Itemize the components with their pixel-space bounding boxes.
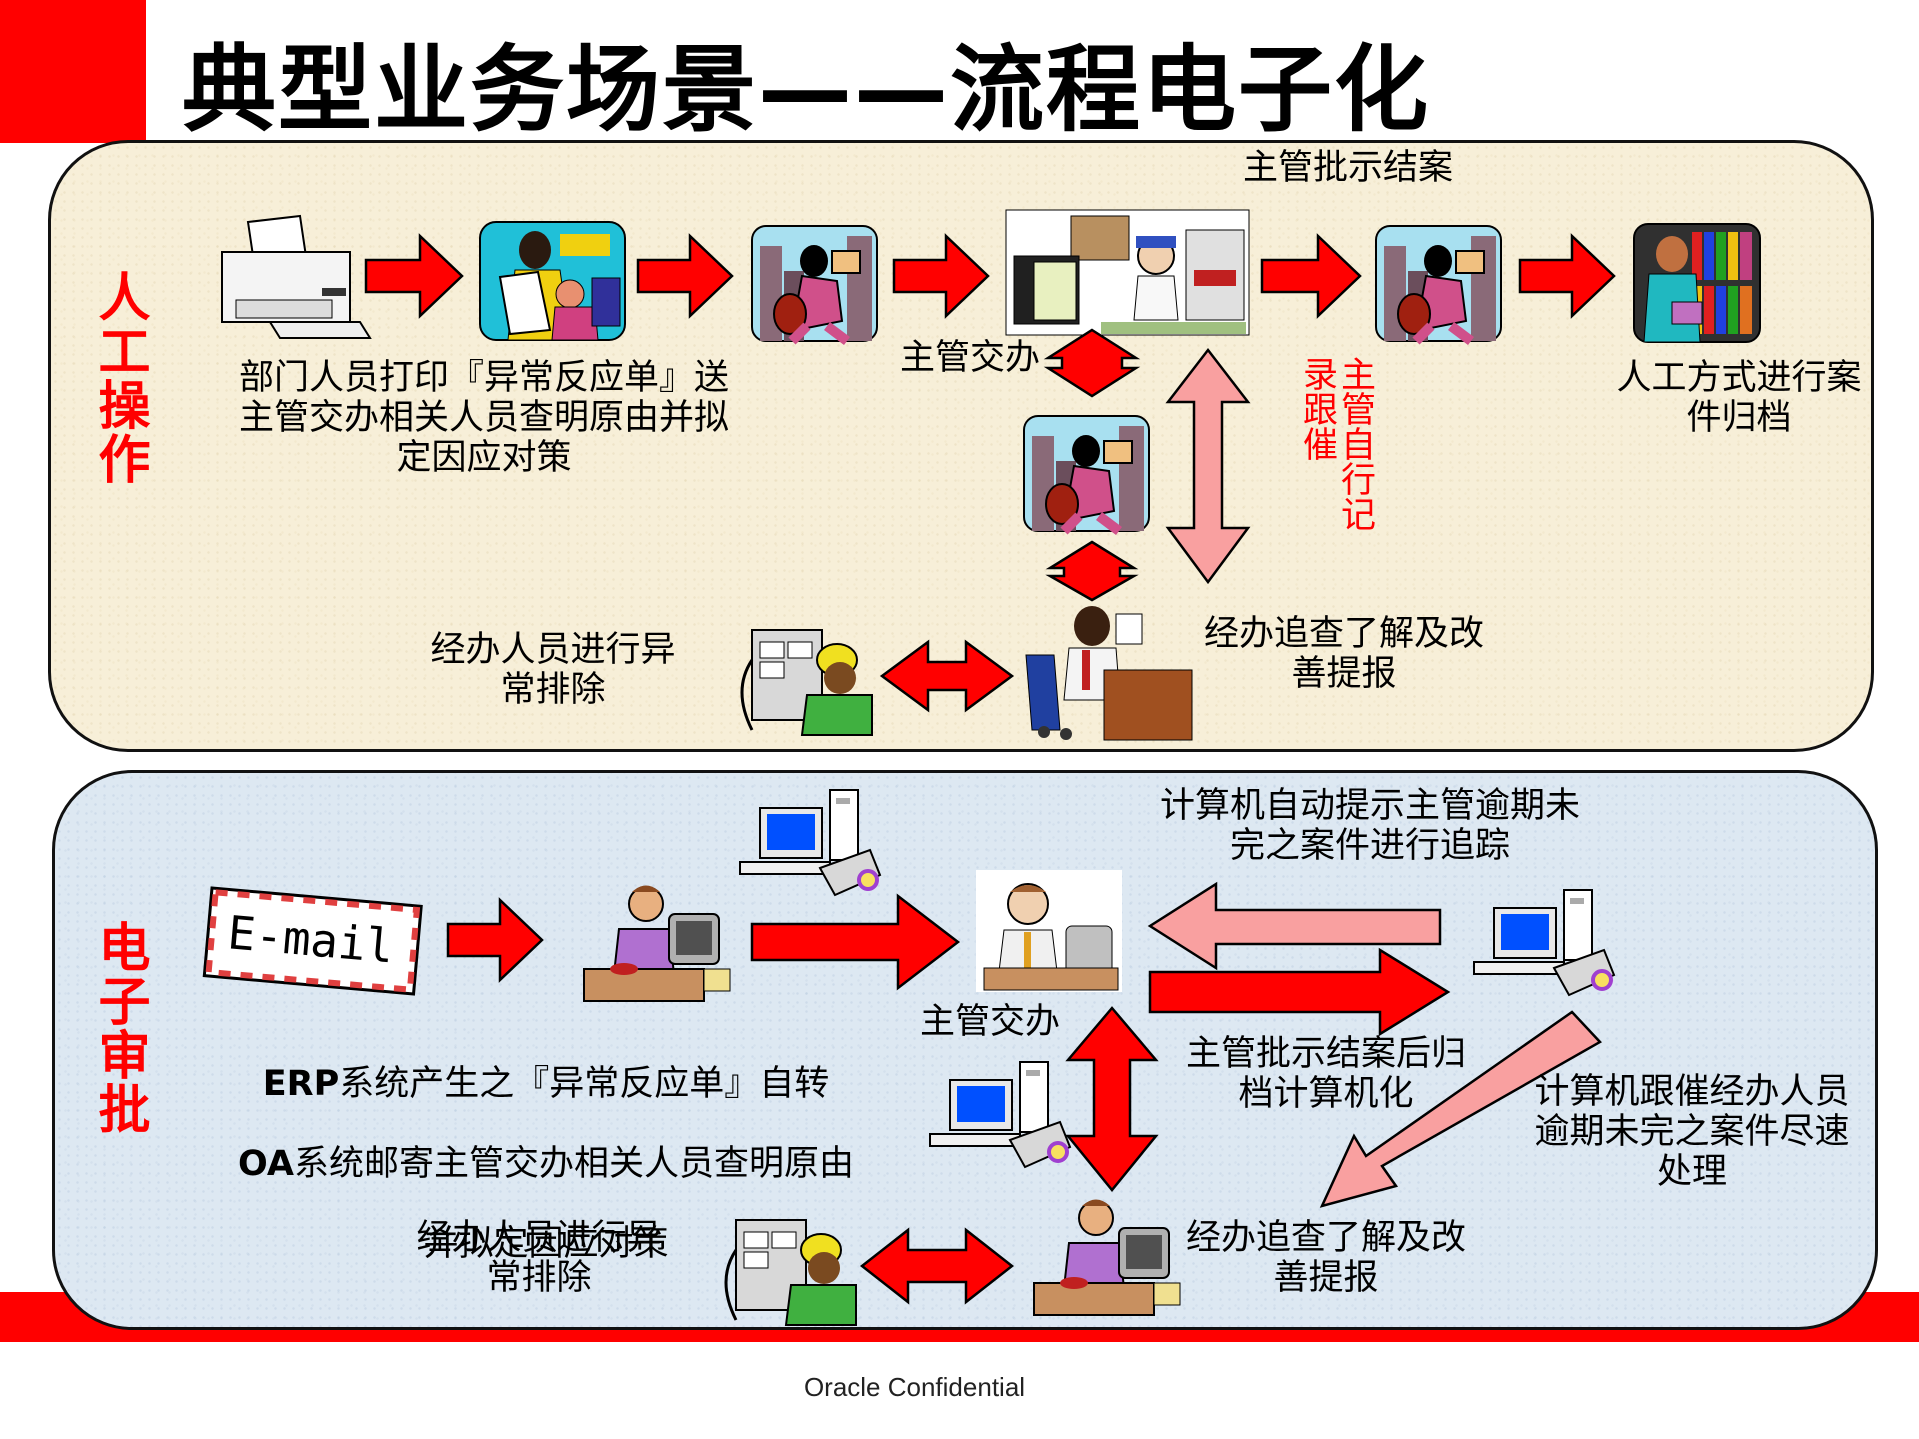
- arrow-pink-vertical-double: [1165, 347, 1251, 585]
- runner-courier-icon: [752, 226, 877, 341]
- arrow-vertical-double-2: [1045, 540, 1139, 602]
- arrow-diagonal-pink: [1319, 1010, 1602, 1208]
- runner-courier-icon-3: [1024, 416, 1149, 531]
- manual-assign-text: 主管交办: [899, 338, 1040, 378]
- technician-at-panel-icon: [740, 628, 874, 737]
- manual-step1-text: 部门人员打印『异常反应单』送 主管交办相关人员查明原由并拟 定因应对策: [238, 358, 729, 478]
- manual-resolve-text: 经办人员进行异 常排除: [430, 630, 676, 710]
- erp-label: ERP: [262, 1064, 340, 1104]
- supervisor-computer-icon: [976, 870, 1122, 992]
- arrow-right-e1: [446, 897, 544, 983]
- arrow-right-5: [1518, 233, 1616, 319]
- slide-title: 典型业务场景——流程电子化: [182, 36, 1431, 145]
- erp-system-user-icon: [583, 884, 731, 1002]
- arrow-right-e3: [1148, 947, 1451, 1037]
- email-envelope-icon: [202, 886, 423, 996]
- manual-investigate-text: 经办追查了解及改 善提报: [1203, 614, 1484, 694]
- manual-section-label: 人工操作: [89, 270, 149, 486]
- arrow-right-3: [892, 233, 990, 319]
- manual-archive-text: 人工方式进行案 件归档: [1616, 358, 1862, 438]
- manual-approve-text: 主管批示结案: [1242, 148, 1453, 188]
- manual-flow-arrows: [364, 233, 1616, 713]
- arrow-right-e2: [750, 893, 961, 991]
- arrow-left-pink: [1147, 881, 1442, 971]
- brand-red-block: [0, 0, 146, 143]
- oa-label: OA: [238, 1144, 294, 1184]
- electronic-pink-arrows: [1147, 881, 1602, 1208]
- manual-process-panel: [48, 140, 1874, 752]
- step1-line2-rest: 系统邮寄主管交办相关人员查明原由: [293, 1144, 854, 1184]
- electronic-investigate-text: 经办追查了解及改 善提报: [1185, 1218, 1466, 1298]
- electronic-flow-arrows: [446, 893, 1451, 1305]
- computer-icon-2: [1472, 888, 1616, 997]
- runner-courier-icon-2: [1376, 226, 1501, 341]
- footer-confidential: Oracle Confidential: [803, 1372, 1026, 1402]
- staff-reading-report-icon: [479, 221, 626, 341]
- arrow-right-4: [1260, 233, 1362, 319]
- electronic-assign-text: 主管交办: [919, 1002, 1060, 1042]
- electronic-reminder-text: 计算机自动提示主管逾期未 完之案件进行追踪: [1159, 786, 1580, 866]
- electronic-section-label: 电子审批: [89, 920, 149, 1136]
- arrow-right-1: [364, 233, 464, 319]
- archivist-bookshelf-icon: [1633, 223, 1761, 343]
- printer-icon: [221, 214, 372, 339]
- electronic-step1-line3: 并拟定因应对策: [423, 1224, 669, 1264]
- arrow-right-2: [636, 233, 734, 319]
- electronic-step1-line2: OA系统邮寄主管交办相关人员查明原由: [196, 1144, 896, 1184]
- electronic-archive-text: 主管批示结案后归 档计算机化: [1185, 1034, 1466, 1114]
- electronic-step1-text: ERP系统产生之『异常反应单』自转 OA系统邮寄主管交办相关人员查明原由 并拟定…: [196, 1024, 896, 1304]
- arrow-vertical-double-e1: [1065, 1006, 1159, 1192]
- employee-on-phone-icon: [1025, 606, 1193, 741]
- staff-computer-icon: [1033, 1198, 1181, 1316]
- electronic-step1-line1: ERP系统产生之『异常反应单』自转: [196, 1064, 896, 1104]
- computer-icon-1: [738, 788, 882, 897]
- arrow-horizontal-double-1: [879, 639, 1015, 713]
- step1-line1-rest: 系统产生之『异常反应单』自转: [339, 1064, 830, 1104]
- arrow-horizontal-double-e1: [859, 1227, 1015, 1305]
- computer-icon-3: [928, 1060, 1072, 1169]
- manual-followup-text: 主管自行记录跟催: [1297, 356, 1375, 531]
- electronic-resolve-text: 经办人员进行异 常排除: [416, 1218, 662, 1298]
- supervisor-desk-scene-icon: [1005, 209, 1250, 336]
- arrow-vertical-double-1: [1043, 328, 1141, 398]
- electronic-followup-text: 计算机跟催经办人员 逾期未完之案件尽速 处理: [1534, 1072, 1850, 1192]
